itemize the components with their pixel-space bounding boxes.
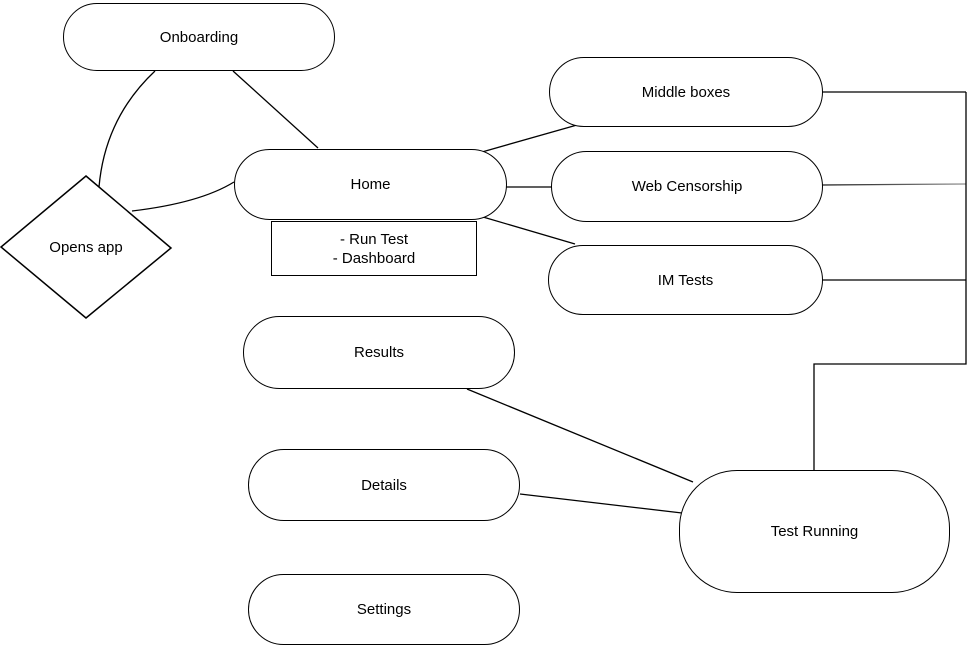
edge-home-im-tests — [482, 216, 576, 245]
node-home-note[interactable]: - Run Test - Dashboard — [271, 221, 477, 276]
edge-opens-app-home — [131, 181, 235, 212]
node-onboarding[interactable]: Onboarding — [63, 3, 335, 71]
node-test-running-label: Test Running — [770, 523, 859, 540]
node-details[interactable]: Details — [248, 449, 520, 521]
edge-results-test-running — [466, 388, 694, 483]
node-details-label: Details — [361, 476, 407, 494]
node-im-tests-label: IM Tests — [657, 271, 714, 289]
edge-home-middle-boxes — [481, 124, 578, 153]
node-opens-app-label: Opens app — [49, 239, 123, 256]
node-settings[interactable]: Settings — [248, 574, 520, 645]
node-results[interactable]: Results — [243, 316, 515, 389]
home-note-line-1: - Run Test — [339, 230, 409, 248]
node-home-label: Home — [350, 176, 391, 193]
edge-onboarding-home — [232, 70, 319, 149]
node-onboarding-label: Onboarding — [159, 28, 239, 46]
edge-onboarding-opens-app — [98, 70, 156, 188]
node-test-running[interactable]: Test Running — [679, 470, 950, 593]
node-settings-label: Settings — [356, 601, 412, 618]
node-im-tests[interactable]: IM Tests — [548, 245, 823, 315]
node-web-censorship-label: Web Censorship — [631, 178, 743, 195]
edge-details-test-running — [519, 493, 683, 514]
edge-web-censorship-trunk — [821, 183, 967, 186]
node-web-censorship[interactable]: Web Censorship — [551, 151, 823, 222]
node-middle-boxes-label: Middle boxes — [641, 83, 731, 101]
node-home[interactable]: Home — [234, 149, 507, 220]
node-middle-boxes[interactable]: Middle boxes — [549, 57, 823, 127]
home-note-line-2: - Dashboard — [332, 249, 416, 267]
node-results-label: Results — [353, 344, 405, 361]
opens-app-diamond[interactable] — [0, 175, 173, 319]
edge-trunk-test-running — [813, 92, 967, 470]
node-opens-app-labelbox[interactable]: Opens app — [26, 237, 146, 258]
